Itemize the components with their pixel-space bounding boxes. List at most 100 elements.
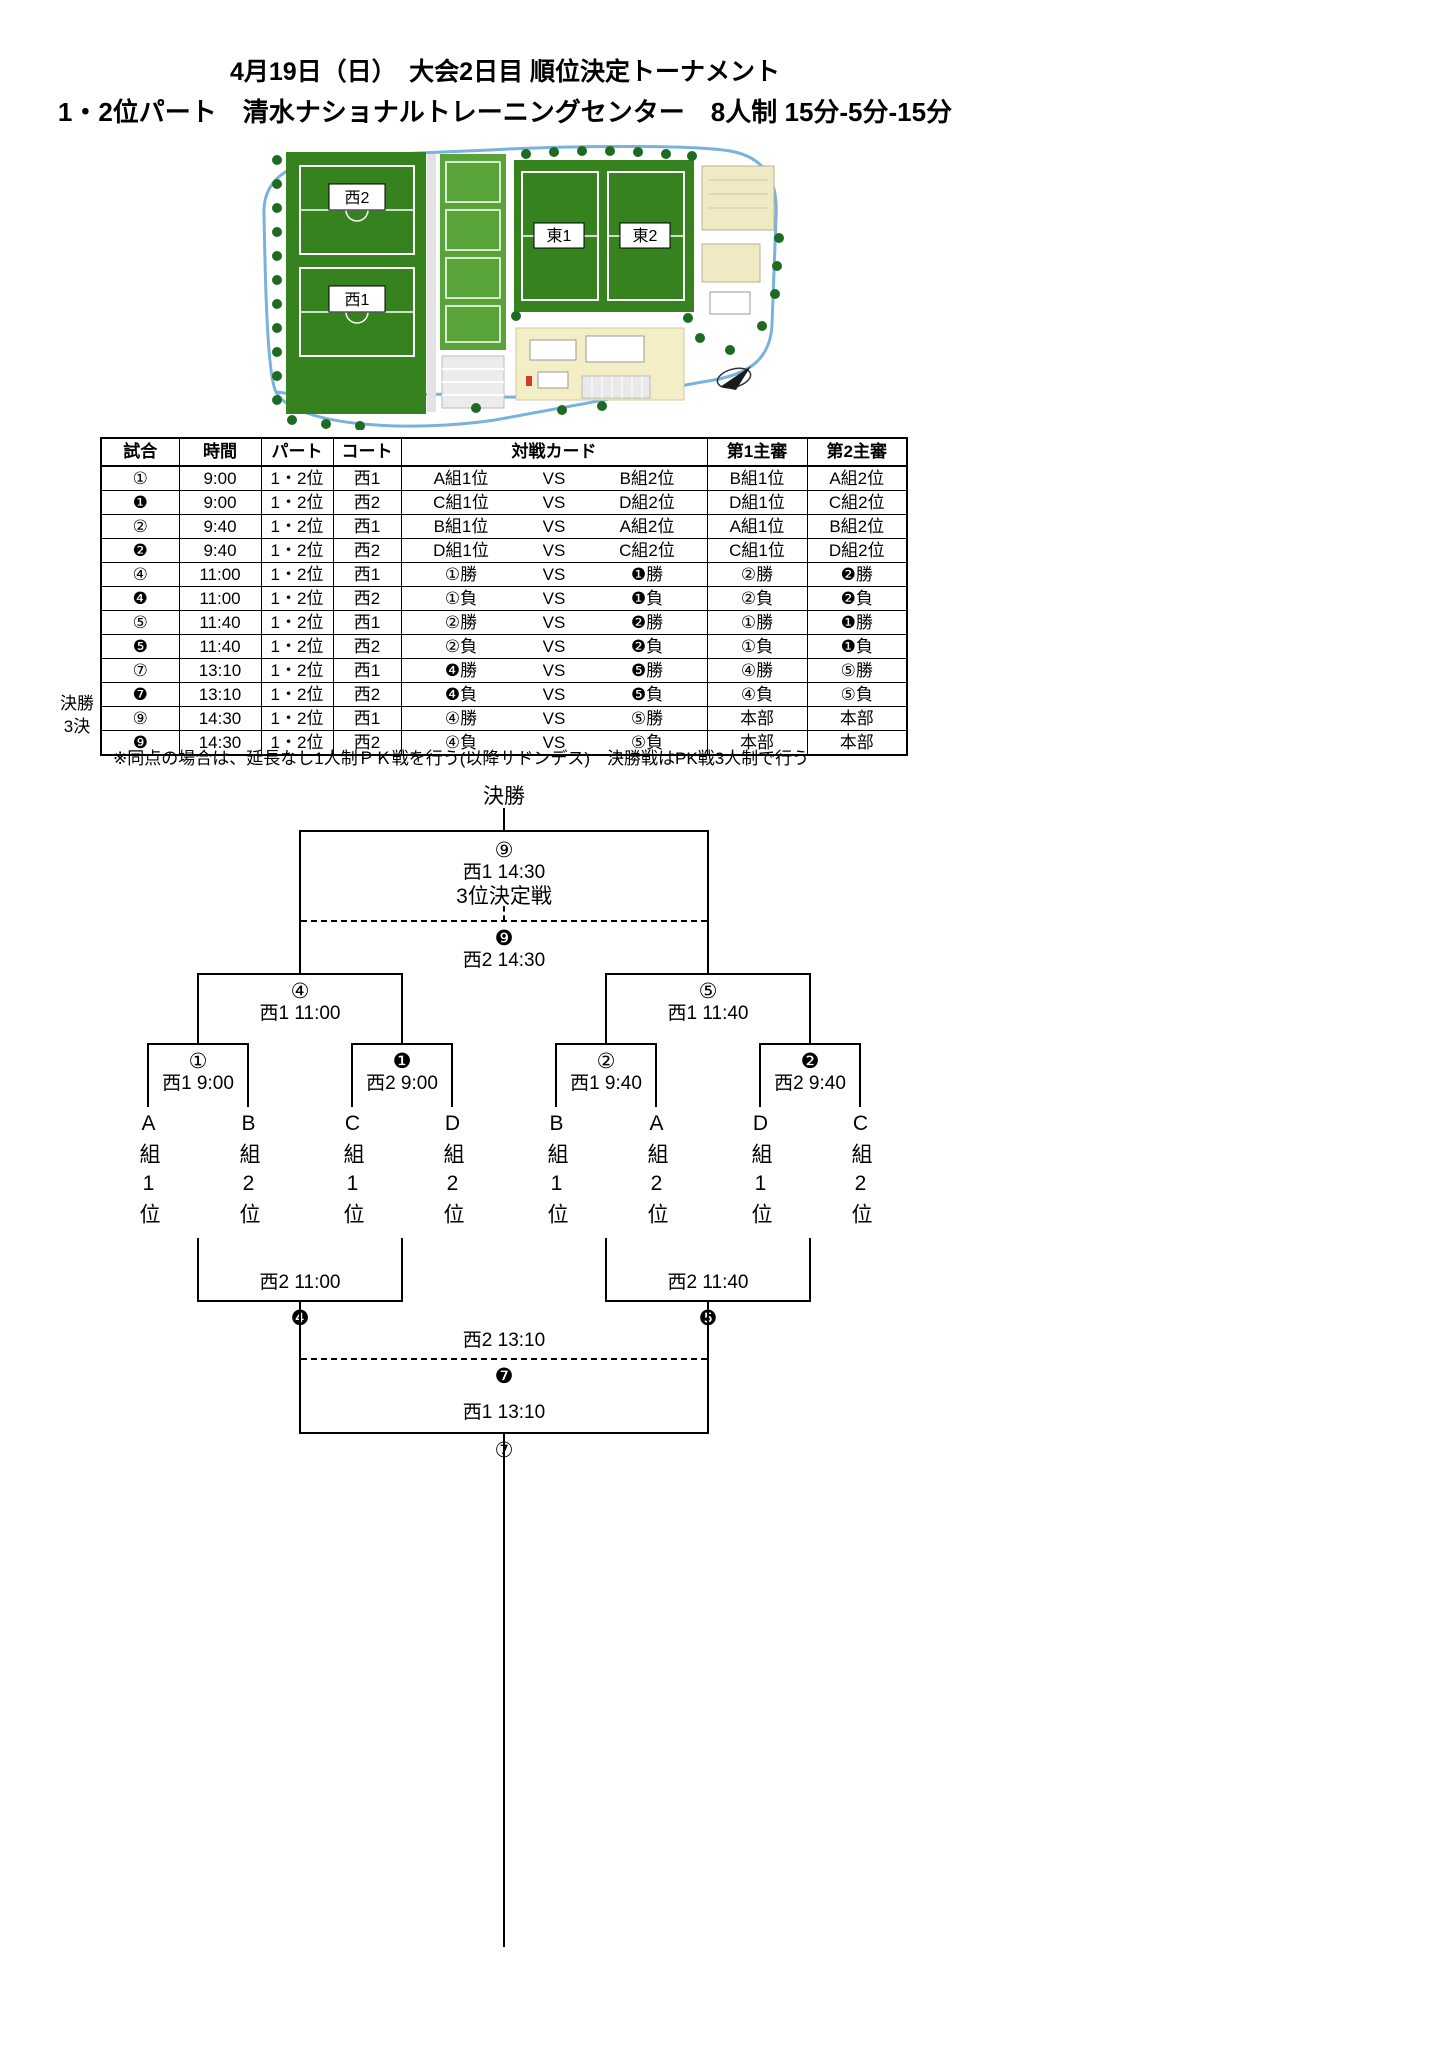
match-time: 13:10 [178,682,262,707]
referee-1: C組1位 [706,538,808,563]
away-team: ❶負 [630,589,664,608]
venue-map: 西2 西1 [230,140,790,431]
referee-2: C組2位 [806,490,908,515]
match-time: 9:00 [178,465,262,491]
col-header-card: 対戦カード [400,437,708,467]
match-court: 西2 [332,490,402,515]
vs-label: VS [542,589,566,608]
match-number: ❹ [100,586,180,611]
col-header-ref2: 第2主審 [806,437,908,467]
bracket-connector [147,1043,149,1107]
bracket-qf3-venue: 西1 9:40 [570,1073,642,1094]
match-part: 1・2位 [260,658,334,683]
bracket-connector-dashed [301,920,707,922]
vs-label: VS [542,565,566,584]
referee-2: ❶勝 [806,610,908,635]
referee-1: D組1位 [706,490,808,515]
bracket-connector [451,1043,453,1107]
col-header-part: パート [260,437,334,467]
bracket-team: D組1位 [749,1112,772,1232]
match-court: 西2 [332,730,402,756]
bracket-consolation-right-venue: 西2 11:40 [667,1272,749,1293]
home-team: A組1位 [433,469,489,488]
bracket-fifth-venue: 西1 13:10 [462,1402,546,1423]
bracket-connector [759,1043,861,1045]
vs-label: VS [542,661,566,680]
bracket-connector [707,830,709,975]
match-number: ❾ [100,730,180,756]
referee-2: ⑤負 [806,682,908,707]
bracket-qf3-number: ② [596,1050,616,1073]
away-team: ❷負 [630,637,664,656]
home-team: ❹負 [444,685,478,704]
bracket-qf2-number: ❶ [392,1050,412,1073]
row-label-third: 3決 [63,717,91,736]
home-team: ①勝 [444,565,478,584]
bracket-connector [809,1238,811,1302]
bracket-semi-right-venue: 西1 11:40 [667,1003,749,1024]
home-team: D組1位 [433,541,489,560]
match-part: 1・2位 [260,490,334,515]
bracket-consolation-left-venue: 西2 11:00 [259,1272,341,1293]
referee-2: 本部 [806,730,908,756]
referee-1: ②勝 [706,562,808,587]
match-time: 11:40 [178,610,262,635]
match-part: 1・2位 [260,610,334,635]
match-court: 西2 [332,682,402,707]
bracket-semi-left-number: ④ [290,980,310,1003]
match-part: 1・2位 [260,634,334,659]
home-team: C組1位 [433,493,489,512]
map-field-east1-label: 東1 [547,227,572,245]
bracket-qf4-venue: 西2 9:40 [774,1073,846,1094]
referee-2: ❷勝 [806,562,908,587]
bracket-connector [401,973,403,1045]
referee-2: ⑤勝 [806,658,908,683]
bracket-consolation-final-venue: 西2 13:10 [462,1330,546,1351]
vs-label: VS [542,709,566,728]
referee-1: B組1位 [706,465,808,491]
away-team: D組2位 [619,493,675,512]
referee-2: A組2位 [806,465,908,491]
page-title: 4月19日（日） 大会2日目 順位決定トーナメント [229,58,781,86]
vs-label: VS [542,613,566,632]
bracket-team: C組1位 [341,1112,364,1232]
match-part: 1・2位 [260,538,334,563]
bracket-connector [707,1300,709,1434]
compass-icon [716,366,752,390]
bracket-final-venue: 西1 14:30 [462,862,546,883]
bracket-final-title: 決勝 [483,785,525,808]
col-header-ref1: 第1主審 [706,437,808,467]
bracket-connector [655,1043,657,1107]
trees [272,146,784,431]
map-field-east2-label: 東2 [633,227,658,245]
referee-2: ❶負 [806,634,908,659]
vs-label: VS [542,733,566,752]
match-time: 11:00 [178,562,262,587]
referee-1: 本部 [706,706,808,731]
bracket-third-venue: 西2 14:30 [462,950,546,971]
match-court: 西1 [332,658,402,683]
bracket-connector [299,830,301,975]
away-team: ❷勝 [630,613,664,632]
bracket-connector [605,973,811,975]
col-header-court: コート [332,437,402,467]
bracket-connector [197,973,403,975]
vs-label: VS [542,469,566,488]
vs-label: VS [542,685,566,704]
match-court: 西1 [332,514,402,539]
referee-1: ④負 [706,682,808,707]
home-team: B組1位 [433,517,489,536]
match-number: ⑦ [100,658,180,683]
col-header-time: 時間 [178,437,262,467]
home-team: ②負 [444,637,478,656]
